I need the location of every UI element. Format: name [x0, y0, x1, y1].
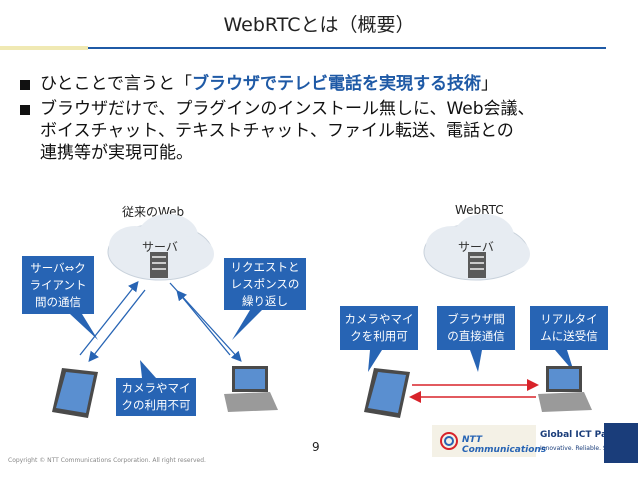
- bullet-square-icon: [20, 80, 30, 90]
- bullet-1-highlight: ブラウザでテレビ電話を実現する技術: [191, 74, 481, 94]
- bullet-2-line-2: ボイスチャット、テキストチャット、ファイル転送、電話との: [40, 121, 514, 141]
- callout-browser-direct: ブラウザ間 の直接通信: [437, 306, 515, 350]
- callout-server-client: サーバ⇔ク ライアント 間の通信: [22, 256, 94, 314]
- caption-webrtc: WebRTC: [455, 203, 504, 217]
- logo-tagline: Innovative. Reliable. Seamless.: [540, 445, 634, 452]
- server-label-left: サーバ: [142, 240, 178, 254]
- bullet-2-line-3: 連携等が実現可能。: [40, 143, 193, 163]
- callout-camera-available: カメラやマイ クを利用可: [340, 306, 418, 350]
- callout-line: クを利用可: [350, 329, 408, 343]
- callout-line: サーバ⇔ク: [30, 260, 86, 275]
- bullet-square-icon: [20, 105, 30, 115]
- page-title: WebRTCとは（概要）: [223, 14, 415, 36]
- callout-camera-unavailable: カメラやマイ クの利用不可: [116, 378, 196, 416]
- callout-line: ムに送受信: [540, 329, 598, 343]
- callout-line: リアルタイ: [540, 312, 598, 326]
- server-left-icon: [150, 252, 168, 278]
- callout-line: ブラウザ間: [447, 312, 505, 326]
- laptop-left-icon: [224, 366, 278, 412]
- callout-line: カメラやマイ: [344, 312, 414, 326]
- global-ict-partner-text: Global ICT Partner: [540, 430, 633, 440]
- ntt-logo: NTT Communications: [432, 425, 546, 457]
- callout-line: レスポンスの: [230, 276, 300, 291]
- bullet-2-line-1: ブラウザだけで、プラグインのインストール無しに、Web会議、: [40, 99, 535, 119]
- callout-request-response: リクエストと レスポンスの 繰り返し: [224, 258, 306, 310]
- page-number: 9: [312, 440, 320, 454]
- bullet-1: ひとことで言うと「ブラウザでテレビ電話を実現する技術」: [20, 73, 498, 95]
- logo-bar: [604, 423, 638, 463]
- arrow-down-left: [88, 289, 146, 363]
- tablet-right-icon: [364, 368, 410, 418]
- tablet-left-icon: [52, 368, 98, 418]
- copyright-text: Copyright © NTT Communications Corporati…: [8, 457, 206, 464]
- bullet-1-prefix: ひとことで言うと「: [40, 74, 192, 94]
- title-rule-accent: [0, 46, 88, 50]
- ntt-swirl-icon: [440, 432, 458, 450]
- callout-line: リクエストと: [230, 259, 300, 274]
- callout-line: の直接通信: [447, 329, 505, 343]
- ntt-logo-text: NTT Communications: [462, 435, 547, 455]
- arrow-up-right: [176, 289, 231, 356]
- callout-line: クの利用不可: [121, 398, 191, 412]
- bullet-1-suffix: 」: [480, 74, 498, 94]
- callout-line: ライアント: [29, 277, 87, 292]
- callout-line: 間の通信: [34, 294, 81, 309]
- callout-realtime: リアルタイ ムに送受信: [530, 306, 608, 350]
- server-right-icon: [468, 252, 486, 278]
- callout-line: 繰り返し: [242, 293, 288, 308]
- bullet-2: ブラウザだけで、プラグインのインストール無しに、Web会議、 ボイスチャット、テ…: [20, 98, 600, 164]
- title-rule: [88, 47, 606, 49]
- server-label-right: サーバ: [458, 240, 494, 254]
- callout-line: カメラやマイ: [121, 381, 191, 395]
- laptop-right-icon: [538, 366, 592, 412]
- arrow-up-left: [79, 280, 139, 356]
